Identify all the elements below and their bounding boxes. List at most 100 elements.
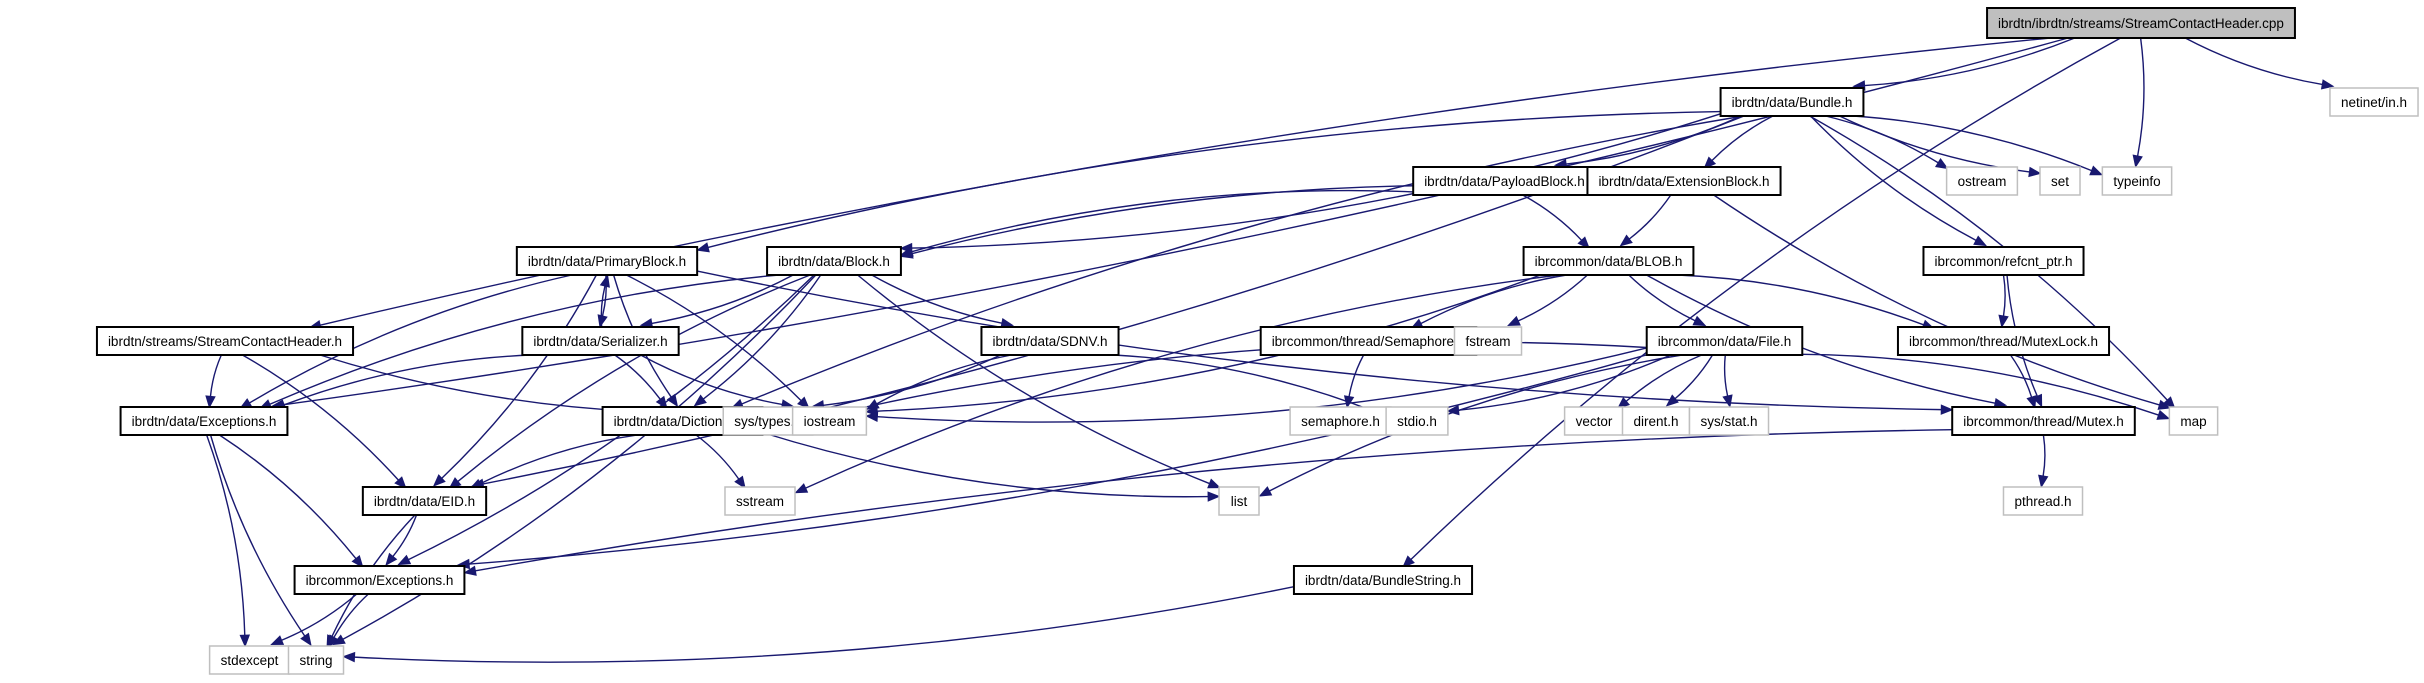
edge-line xyxy=(441,274,597,479)
edge-exceptions-to-stdexcept xyxy=(206,434,251,648)
edge-line xyxy=(1864,37,2075,87)
node-sdnv[interactable]: ibrdtn/data/SDNV.h xyxy=(980,326,1120,356)
node-label: stdexcept xyxy=(221,653,279,668)
arrowhead-icon xyxy=(327,634,339,649)
node-mutexlock[interactable]: ibrcommon/thread/MutexLock.h xyxy=(1896,326,2111,356)
arrowhead-icon xyxy=(2132,154,2143,169)
node-box xyxy=(208,645,291,675)
edge-line xyxy=(823,341,1647,418)
node-file[interactable]: ibrcommon/data/File.h xyxy=(1645,326,1804,356)
node-label: ibrdtn/data/EID.h xyxy=(374,494,475,509)
node-sstream: sstream xyxy=(724,486,796,516)
edge-exceptions-to-ibrexceptions xyxy=(219,434,364,569)
edge-line xyxy=(1810,115,1977,242)
edge-file-to-list xyxy=(1258,354,1683,497)
node-label: netinet/in.h xyxy=(2341,95,2407,110)
edge-ibrexceptions-to-stdexcept xyxy=(270,593,358,645)
node-block[interactable]: ibrdtn/data/Block.h xyxy=(766,246,902,276)
edge-blob-to-mutex xyxy=(1646,274,2008,409)
node-box xyxy=(1586,166,1782,196)
node-eid[interactable]: ibrdtn/data/EID.h xyxy=(361,486,488,516)
node-label: map xyxy=(2180,414,2206,429)
node-box xyxy=(1645,326,1804,356)
arrowhead-icon xyxy=(342,651,356,663)
arrowhead-icon xyxy=(300,632,312,647)
edge-file-to-ibrexceptions xyxy=(456,354,1647,570)
arrowhead-icon xyxy=(463,565,477,576)
arrowhead-icon xyxy=(1998,314,2009,329)
edge-line xyxy=(2042,434,2046,477)
node-box xyxy=(1412,166,1597,196)
arrowhead-icon xyxy=(2320,79,2335,90)
arrowhead-icon xyxy=(1703,156,1717,170)
node-bundlestring[interactable]: ibrdtn/data/BundleString.h xyxy=(1292,565,1474,595)
node-refcnt[interactable]: ibrcommon/refcnt_ptr.h xyxy=(1922,246,2085,276)
edge-line xyxy=(1628,274,1696,322)
edge-line xyxy=(1723,354,1729,397)
arrowhead-icon xyxy=(1722,394,1733,409)
node-box xyxy=(1453,326,1523,356)
node-box xyxy=(1719,87,1865,117)
node-label: sstream xyxy=(736,494,784,509)
edge-bundle-to-ostream xyxy=(1825,115,1949,170)
edge-line xyxy=(707,110,1721,249)
node-typeinfo: typeinfo xyxy=(2101,166,2173,196)
node-ibrexceptions[interactable]: ibrcommon/Exceptions.h xyxy=(293,565,466,595)
node-box xyxy=(2329,87,2419,117)
edge-payload-to-blob xyxy=(1522,194,1591,250)
edge-line xyxy=(695,434,740,480)
arrowhead-icon xyxy=(1665,394,1679,407)
edge-line xyxy=(479,434,638,485)
node-box xyxy=(1951,406,2136,436)
node-box xyxy=(1385,406,1449,436)
edge-block-to-eid xyxy=(448,274,811,490)
node-box xyxy=(791,406,868,436)
node-list: list xyxy=(1218,486,1260,516)
node-label: ibrcommon/refcnt_ptr.h xyxy=(1934,254,2072,269)
node-box xyxy=(1688,406,1770,436)
node-serializer[interactable]: ibrdtn/data/Serializer.h xyxy=(521,326,680,356)
edge-bundle-to-extension xyxy=(1703,115,1774,170)
edge-file-to-sysstat xyxy=(1722,354,1733,409)
node-semaphore[interactable]: ibrcommon/thread/Semaphore.h xyxy=(1259,326,1478,356)
edge-line xyxy=(1114,354,1376,413)
edge-line xyxy=(333,593,369,638)
node-box xyxy=(766,246,902,276)
node-stdio: stdio.h xyxy=(1385,406,1449,436)
edge-line xyxy=(871,274,1003,324)
arrowhead-icon xyxy=(2038,474,2049,489)
edge-line xyxy=(2136,37,2145,157)
edge-line xyxy=(242,354,399,481)
edge-line xyxy=(2009,354,2033,398)
node-box xyxy=(724,486,796,516)
edge-line xyxy=(877,274,1541,412)
node-box xyxy=(980,326,1120,356)
node-box xyxy=(119,406,289,436)
edge-bundle-to-refcnt xyxy=(1810,115,1987,247)
node-label: iostream xyxy=(804,414,856,429)
node-primary[interactable]: ibrdtn/data/PrimaryBlock.h xyxy=(515,246,699,276)
node-set: set xyxy=(2039,166,2081,196)
nodes-layer: ibrdtn/ibrdtn/streams/StreamContactHeade… xyxy=(95,7,2419,675)
edge-line xyxy=(1802,353,2159,416)
node-box xyxy=(2039,166,2081,196)
edge-semaphore-to-semaphoreh xyxy=(1343,354,1365,409)
arrowhead-icon xyxy=(1343,395,1355,409)
edge-line xyxy=(1458,354,1671,411)
node-label: semaphore.h xyxy=(1301,414,1380,429)
node-sch[interactable]: ibrdtn/streams/StreamContactHeader.h xyxy=(95,326,355,356)
arrowhead-icon xyxy=(696,242,710,253)
edge-line xyxy=(1628,194,1672,240)
node-label: set xyxy=(2051,174,2069,189)
node-exceptions[interactable]: ibrdtn/data/Exceptions.h xyxy=(119,406,289,436)
node-bundle[interactable]: ibrdtn/data/Bundle.h xyxy=(1719,87,1865,117)
node-blob[interactable]: ibrcommon/data/BLOB.h xyxy=(1522,246,1695,276)
node-box xyxy=(361,486,488,516)
node-root[interactable]: ibrdtn/ibrdtn/streams/StreamContactHeade… xyxy=(1986,7,2296,39)
node-payload[interactable]: ibrdtn/data/PayloadBlock.h xyxy=(1412,166,1597,196)
node-ostream: ostream xyxy=(1945,166,2019,196)
edge-line xyxy=(2002,274,2006,317)
edge-blob-to-semaphore xyxy=(1410,274,1567,330)
node-mutex[interactable]: ibrcommon/thread/Mutex.h xyxy=(1951,406,2136,436)
node-extension[interactable]: ibrdtn/data/ExtensionBlock.h xyxy=(1586,166,1782,196)
